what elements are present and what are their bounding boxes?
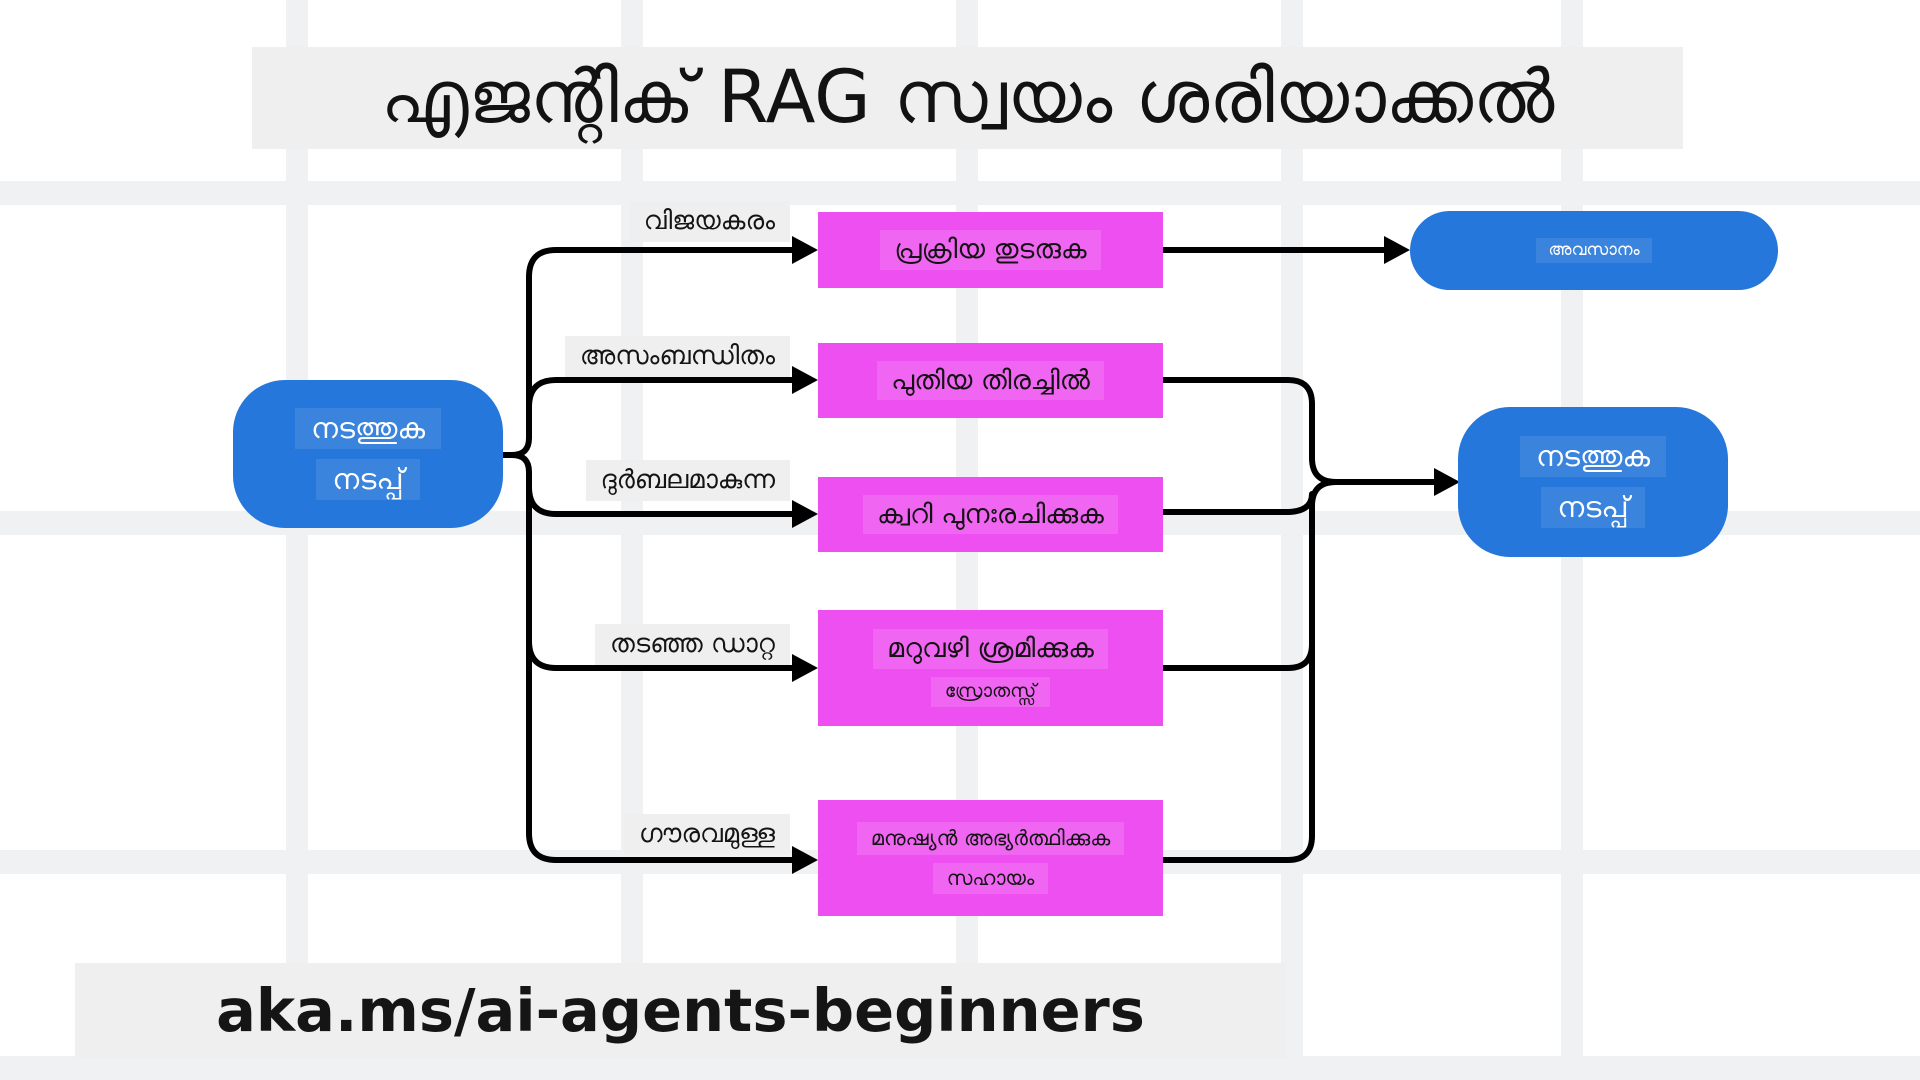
start-node-run-execution: നടത്തുക നടപ്പ് (233, 380, 503, 528)
edge-start-to-box2 (526, 377, 797, 410)
process-box-subtext: സ്രോതസ്സ് (930, 677, 1051, 707)
rerun-node-run-execution: നടത്തുക നടപ്പ് (1458, 407, 1728, 557)
process-box-text: പ്രക്രിയ തുടരുക (880, 230, 1101, 270)
process-box-subtext: സഹായം (932, 862, 1049, 894)
process-box-try-alternative-source: മറുവഴി ശ്രമിക്കുക സ്രോതസ്സ് (818, 610, 1163, 726)
process-box-request-human-help: മനുഷ്യൻ അഭ്യർത്ഥിക്കുക സഹായം (818, 800, 1163, 916)
end-node: അവസാനം (1410, 211, 1778, 290)
arrowhead-icon (792, 654, 818, 682)
process-box-text: മറുവഴി ശ്രമിക്കുക (873, 629, 1108, 669)
start-node-line2: നടപ്പ് (316, 459, 420, 500)
edge-start-to-box5 (509, 452, 797, 863)
diagram-title: എജന്റിക് RAG സ്വയം ശരിയാക്കൽ (252, 47, 1683, 149)
edge-box2-to-merge (1160, 377, 1315, 407)
edge-box5-to-merge (1160, 833, 1315, 863)
edge-start-to-box4 (526, 638, 797, 671)
process-box-text: മനുഷ്യൻ അഭ്യർത്ഥിക്കുക (856, 822, 1125, 855)
edge-box4-to-merge (1160, 641, 1315, 671)
condition-label-blocked-data: തടഞ്ഞ ഡാറ്റ (595, 624, 790, 665)
arrowhead-icon (1384, 236, 1410, 264)
edge-merge-trunk-lower (1309, 479, 1339, 839)
grid-line (1281, 0, 1303, 1080)
arrowhead-icon (792, 500, 818, 528)
arrowhead-icon (792, 366, 818, 394)
rerun-node-line1: നടത്തുക (1520, 436, 1666, 477)
arrowhead-icon (792, 236, 818, 264)
arrowhead-icon (792, 846, 818, 874)
condition-label-serious: ഗൗരവമുള്ള (623, 814, 790, 855)
process-box-new-search: പുതിയ തിരച്ചിൽ (818, 343, 1163, 418)
grid-line (286, 0, 308, 1080)
process-box-text: ക്വറി പുനഃരചിക്കുക (863, 494, 1118, 535)
condition-label-weak: ദുർബലമാകുന്ന (585, 460, 790, 501)
edge-box3-to-merge (1160, 491, 1315, 515)
footer-link-text: aka.ms/ai-agents-beginners (75, 963, 1286, 1058)
process-box-continue-process: പ്രക്രിയ തുടരുക (818, 212, 1163, 288)
grid-line (0, 181, 1920, 205)
edge-start-to-box1 (509, 247, 797, 458)
start-node-line1: നടത്തുക (295, 408, 441, 449)
grid-line (0, 1056, 1920, 1080)
process-box-rewrite-query: ക്വറി പുനഃരചിക്കുക (818, 477, 1163, 552)
edge-merge-trunk-upper (1309, 401, 1339, 485)
end-node-label: അവസാനം (1536, 238, 1652, 263)
grid-line (621, 0, 643, 1080)
edge-start-to-box3 (526, 484, 797, 517)
process-box-text: പുതിയ തിരച്ചിൽ (877, 360, 1104, 401)
rerun-node-line2: നടപ്പ് (1541, 487, 1645, 528)
condition-label-success: വിജയകരം (628, 201, 790, 242)
condition-label-irrelevant: അസംബന്ധിതം (564, 336, 790, 377)
arrowhead-icon (1434, 468, 1460, 496)
